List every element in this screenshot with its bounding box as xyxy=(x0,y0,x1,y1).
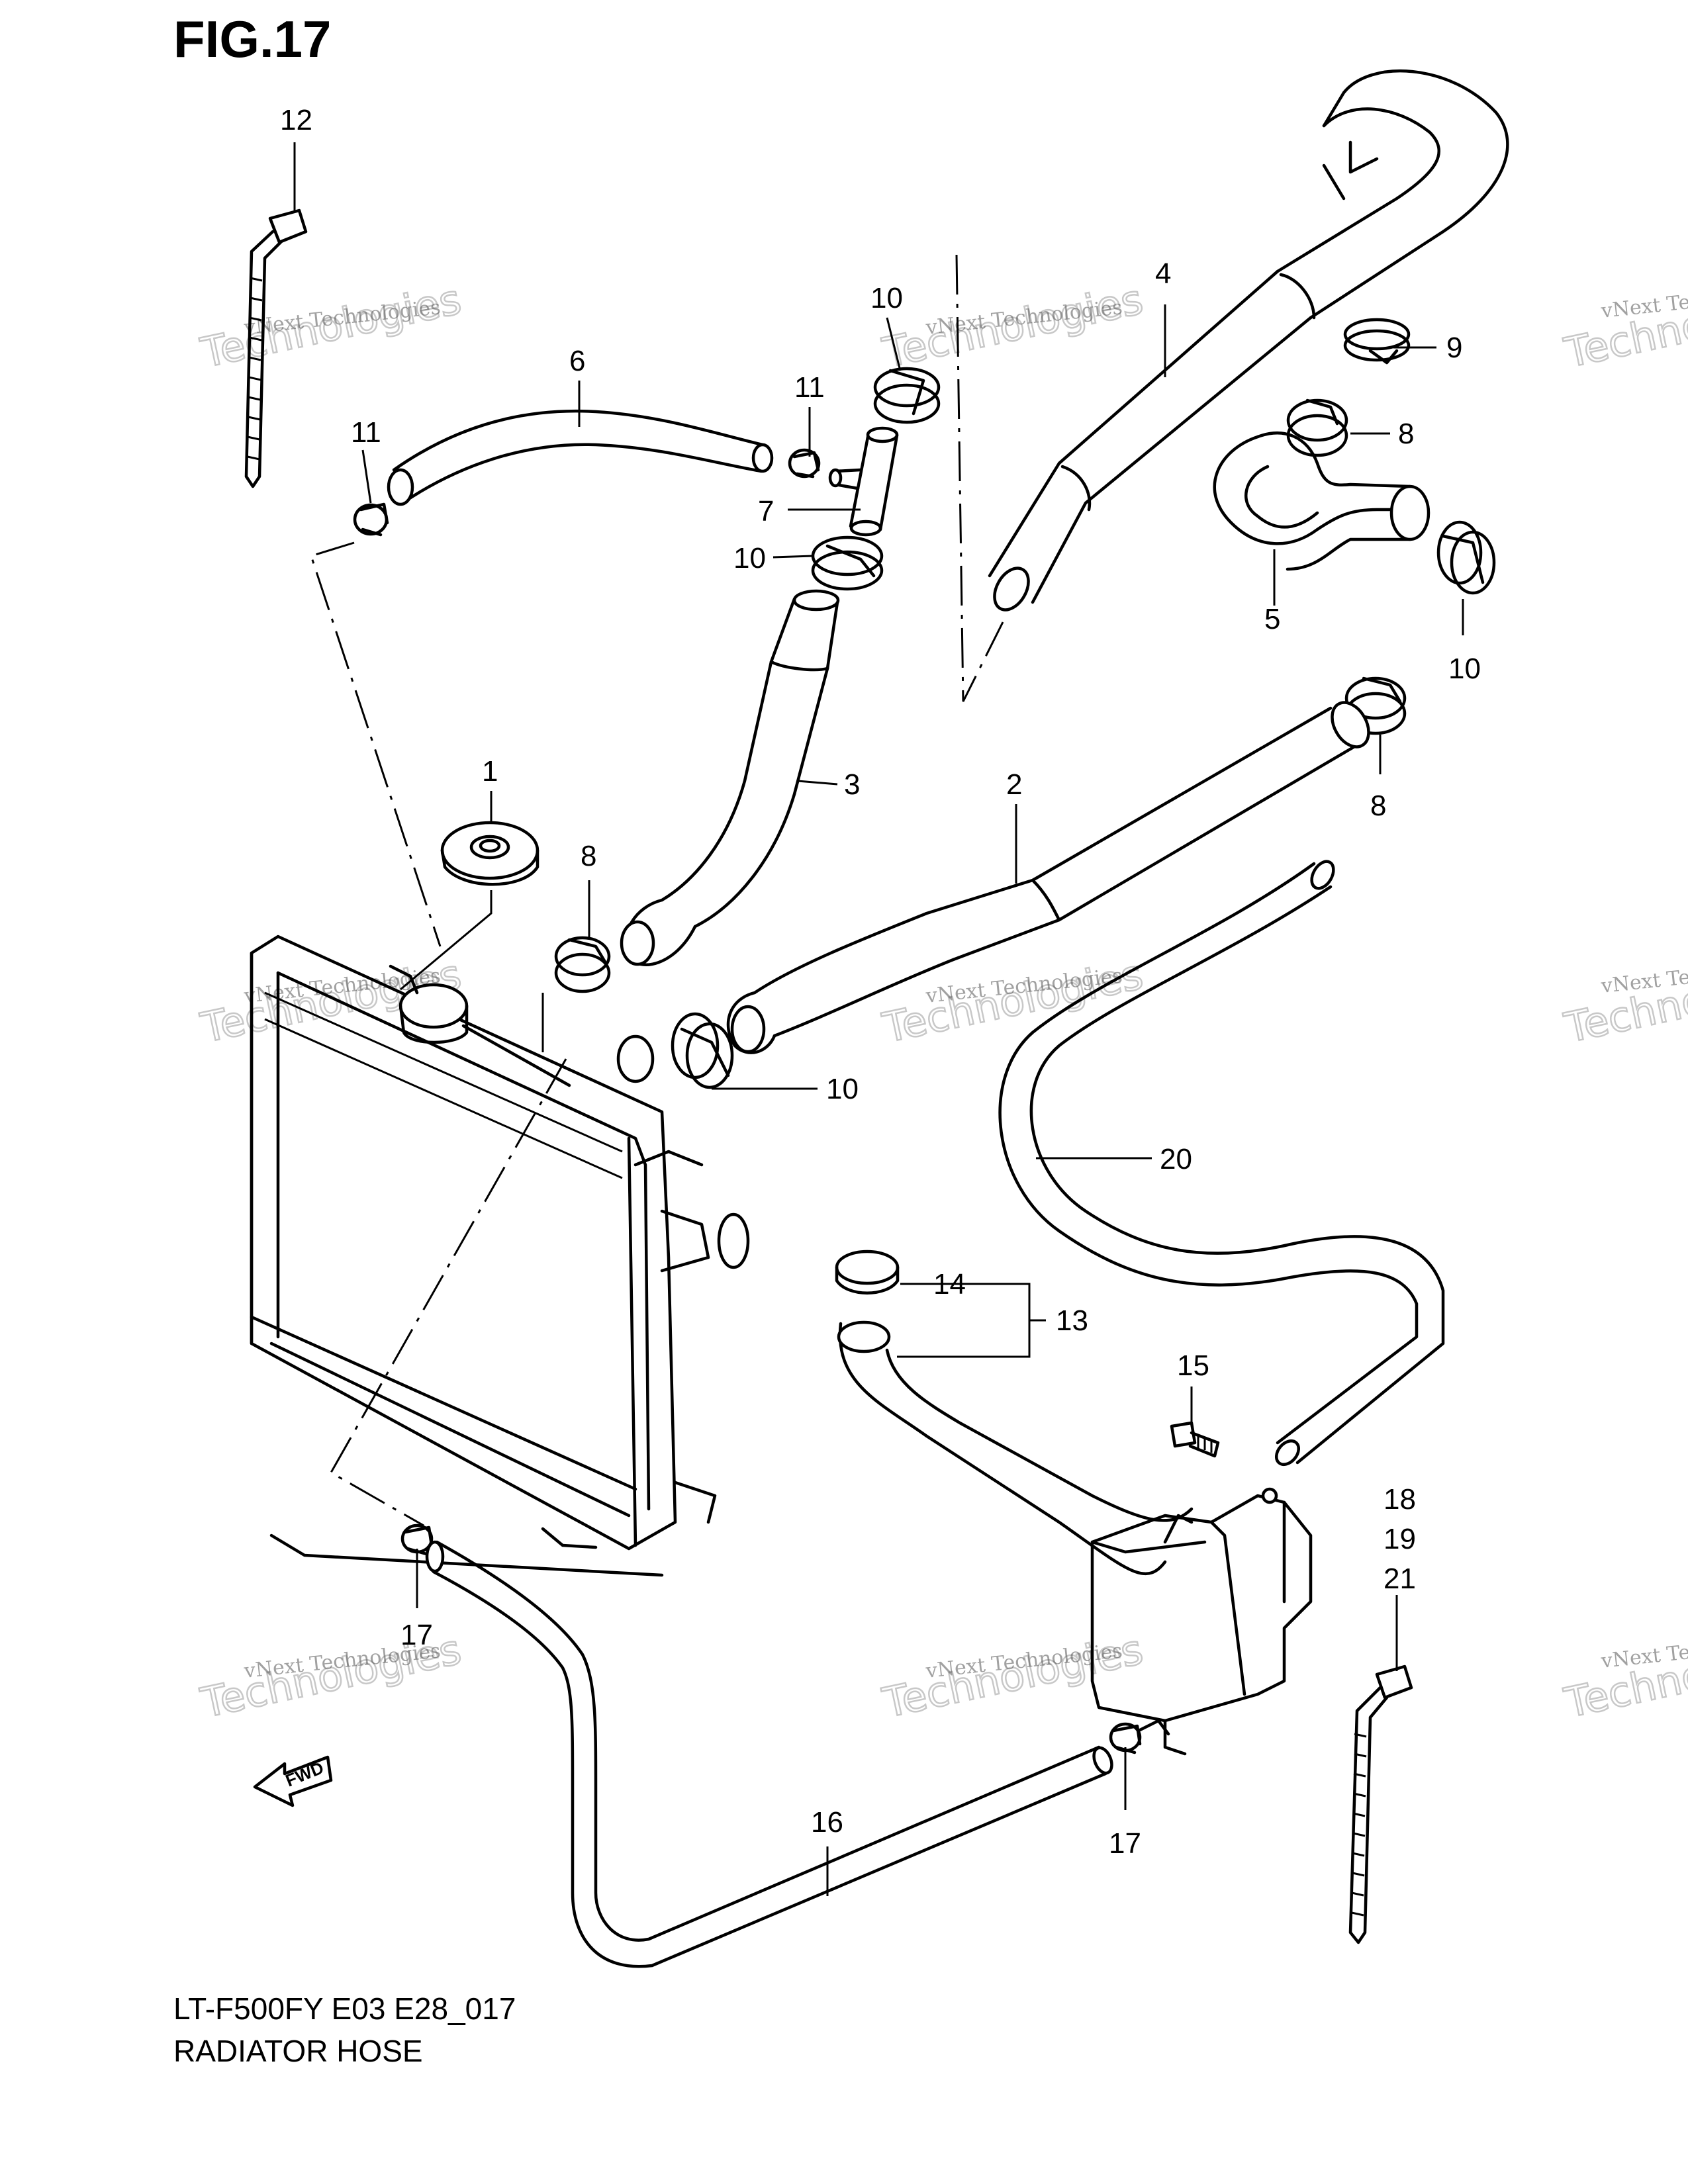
callout-1: 1 xyxy=(482,755,498,788)
callout-5: 5 xyxy=(1264,603,1280,635)
part-10-clamp-right[interactable] xyxy=(1436,520,1496,595)
part-11-clamp-left[interactable] xyxy=(353,502,389,537)
figure-code: LT-F500FY E03 E28_017 xyxy=(173,1991,516,2026)
part-4-hose[interactable] xyxy=(988,69,1509,615)
callout-10: 10 xyxy=(826,1073,859,1105)
callout-10: 10 xyxy=(870,282,903,314)
part-8-clamp-left[interactable] xyxy=(554,936,611,993)
callout-14: 14 xyxy=(933,1268,966,1300)
chain-lines xyxy=(310,254,1004,1527)
part-14-cap[interactable] xyxy=(835,1250,900,1295)
part-18-19-21-cable-tie[interactable] xyxy=(1348,1664,1413,1944)
callout-13: 13 xyxy=(1056,1304,1088,1337)
callout-19: 19 xyxy=(1383,1523,1416,1555)
leader-lines xyxy=(293,142,1464,1896)
callout-17: 17 xyxy=(400,1619,433,1651)
callout-8: 8 xyxy=(581,840,596,872)
part-3-hose[interactable] xyxy=(620,589,840,966)
callout-15: 15 xyxy=(1177,1349,1209,1382)
watermark: Technologies xyxy=(1560,1625,1688,1727)
part-10-clamp-lower[interactable] xyxy=(671,1012,734,1089)
callout-9: 9 xyxy=(1446,332,1462,364)
callout-2: 2 xyxy=(1006,768,1022,801)
callout-12: 12 xyxy=(280,104,312,136)
watermark: Technologies xyxy=(1560,950,1688,1052)
part-6-hose[interactable] xyxy=(387,409,774,506)
callout-17: 17 xyxy=(1109,1827,1141,1860)
callout-21: 21 xyxy=(1383,1563,1416,1595)
part-5-hose[interactable] xyxy=(1213,432,1430,571)
part-12-cable-tie[interactable] xyxy=(244,208,308,488)
callout-3: 3 xyxy=(844,768,860,801)
callout-8: 8 xyxy=(1370,790,1386,822)
part-13-hose[interactable] xyxy=(837,1320,1194,1576)
watermark: Technologies xyxy=(1560,275,1688,377)
part-10-clamp-top[interactable] xyxy=(873,367,941,424)
callout-6: 6 xyxy=(569,345,585,377)
callout-7: 7 xyxy=(758,495,774,527)
part-1-radiator-cap[interactable] xyxy=(440,821,539,886)
figure-name: RADIATOR HOSE xyxy=(173,2034,423,2068)
callout-labels: 12 6 11 11 10 7 10 4 9 8 5 10 3 2 8 1 8 … xyxy=(280,104,1481,1860)
callout-16: 16 xyxy=(811,1806,843,1839)
callout-10: 10 xyxy=(1448,653,1481,685)
callout-11: 11 xyxy=(794,371,825,404)
part-2-hose[interactable] xyxy=(726,696,1376,1054)
part-8-clamp-upper[interactable] xyxy=(1286,398,1348,457)
part-7-t-joint[interactable] xyxy=(828,426,899,537)
callout-18: 18 xyxy=(1383,1483,1416,1516)
callout-20: 20 xyxy=(1160,1143,1192,1175)
figure-title: FIG.17 xyxy=(173,10,332,68)
callout-10: 10 xyxy=(733,542,766,574)
fwd-direction-arrow: FWD xyxy=(253,1755,333,1807)
callout-8: 8 xyxy=(1398,418,1414,450)
part-16-hose[interactable] xyxy=(425,1540,1170,1968)
part-10-clamp-mid[interactable] xyxy=(811,535,884,591)
callout-4: 4 xyxy=(1155,257,1171,290)
part-20-hose[interactable] xyxy=(998,858,1445,1469)
callout-11: 11 xyxy=(351,416,381,449)
part-9-clamp[interactable] xyxy=(1343,318,1411,365)
radiator xyxy=(250,934,750,1577)
part-15-bolt[interactable] xyxy=(1170,1421,1220,1458)
part-11-clamp-top[interactable] xyxy=(788,448,821,478)
reservoir-tank xyxy=(1090,1487,1313,1756)
